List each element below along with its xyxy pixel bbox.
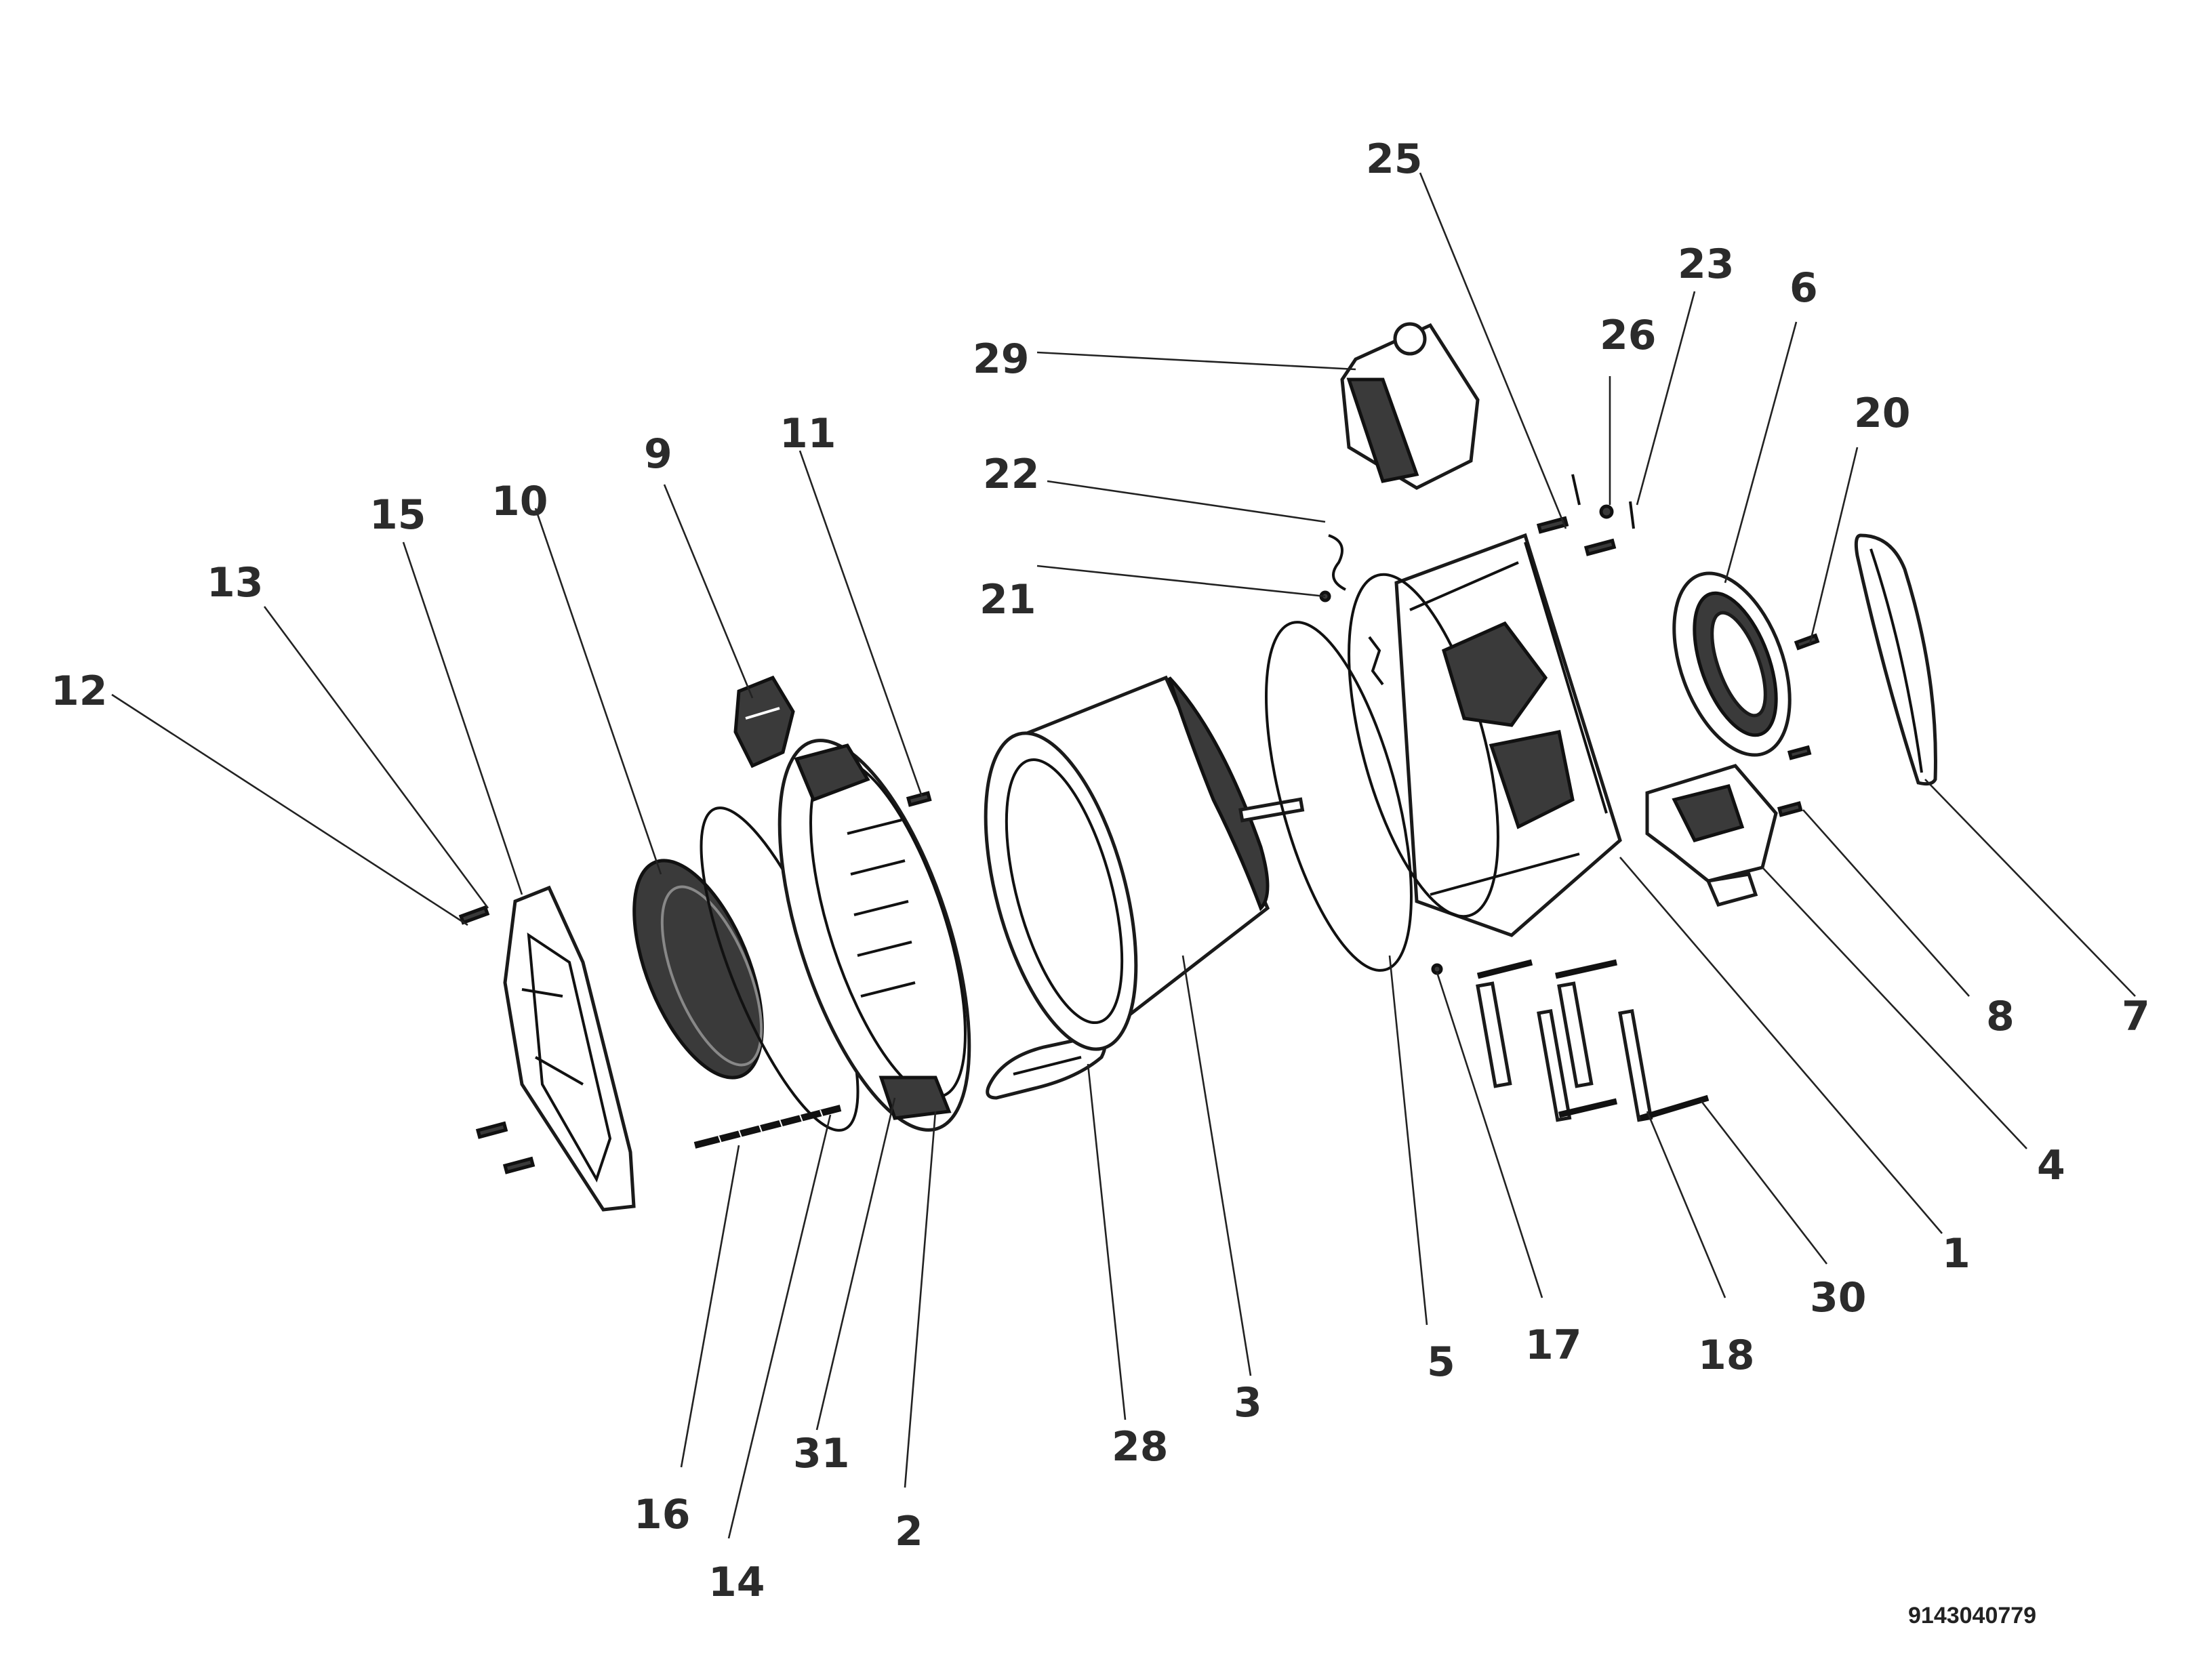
callout-30: 30 bbox=[1810, 1274, 1867, 1322]
callout-26: 26 bbox=[1600, 312, 1657, 359]
small-fasteners-top bbox=[1536, 474, 1635, 556]
callout-18: 18 bbox=[1698, 1332, 1755, 1379]
callout-6: 6 bbox=[1790, 264, 1818, 312]
leader-lines bbox=[111, 172, 2136, 1539]
callout-7: 7 bbox=[2122, 993, 2150, 1040]
callout-20: 20 bbox=[1854, 390, 1911, 437]
screw-11 bbox=[906, 791, 932, 807]
callout-28: 28 bbox=[1112, 1423, 1169, 1471]
callout-21: 21 bbox=[979, 576, 1036, 623]
callout-8: 8 bbox=[1986, 993, 2015, 1040]
connector-part-9 bbox=[733, 675, 795, 769]
callout-22: 22 bbox=[983, 451, 1040, 498]
callout-31: 31 bbox=[793, 1430, 850, 1477]
callout-4: 4 bbox=[2037, 1142, 2065, 1189]
counterweight-29 bbox=[1340, 322, 1480, 490]
callout-3: 3 bbox=[1234, 1379, 1262, 1427]
callout-29: 29 bbox=[973, 335, 1030, 383]
callout-5: 5 bbox=[1427, 1338, 1455, 1386]
callout-10: 10 bbox=[491, 478, 548, 525]
callout-13: 13 bbox=[207, 559, 264, 607]
callout-16: 16 bbox=[634, 1491, 691, 1538]
callout-12: 12 bbox=[51, 668, 108, 715]
callout-25: 25 bbox=[1366, 136, 1423, 183]
tub-gasket-ring bbox=[1265, 621, 1413, 972]
rear-tub-half bbox=[777, 739, 971, 1132]
callout-2: 2 bbox=[895, 1508, 923, 1555]
callout-9: 9 bbox=[644, 430, 672, 478]
long-bolt bbox=[693, 1105, 842, 1149]
drum bbox=[984, 675, 1305, 1051]
spring-22 bbox=[1319, 534, 1346, 602]
callout-23: 23 bbox=[1678, 241, 1735, 288]
clip-part bbox=[1368, 636, 1384, 686]
document-id: 9143040779 bbox=[1908, 1603, 2036, 1628]
callout-11: 11 bbox=[780, 410, 836, 457]
callout-1: 1 bbox=[1942, 1230, 1970, 1277]
callout-labels: 25 23 26 6 20 29 22 21 11 9 10 15 13 12 … bbox=[51, 136, 2150, 1606]
callout-15: 15 bbox=[369, 491, 426, 539]
screw-20 bbox=[1794, 633, 1820, 651]
shock-absorbers bbox=[1431, 959, 1710, 1122]
front-panel-7 bbox=[1854, 533, 1937, 786]
front-seal bbox=[1672, 571, 1792, 757]
callout-17: 17 bbox=[1525, 1322, 1582, 1369]
stator-coil bbox=[632, 859, 764, 1080]
front-tub-half bbox=[1348, 533, 1622, 937]
heater-bracket-4 bbox=[1645, 745, 1812, 907]
drum-lifter bbox=[986, 1035, 1107, 1100]
callout-14: 14 bbox=[708, 1559, 765, 1606]
rear-cover-plate bbox=[458, 885, 636, 1212]
